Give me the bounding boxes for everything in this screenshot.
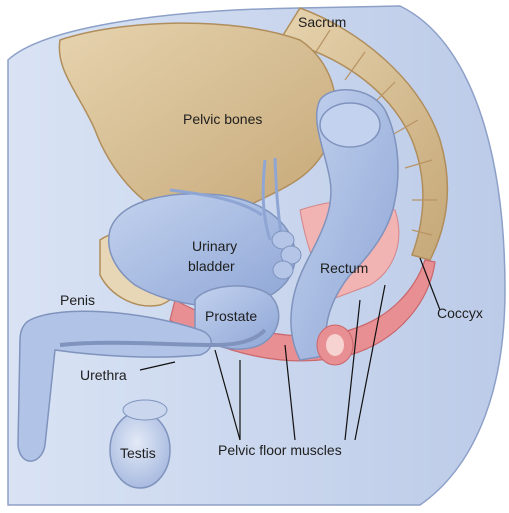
label-prostate: Prostate: [205, 308, 257, 324]
label-rectum: Rectum: [320, 260, 368, 276]
epididymis: [123, 400, 167, 420]
label-pelvic-bones: Pelvic bones: [183, 111, 262, 127]
label-urinary-bladder-1: Urinary: [192, 238, 237, 254]
label-coccyx: Coccyx: [437, 305, 483, 321]
label-pelvic-floor-muscles: Pelvic floor muscles: [218, 442, 342, 458]
rectum-top: [320, 103, 380, 147]
label-testis: Testis: [120, 445, 156, 461]
anal-sphincter: [317, 325, 353, 365]
label-urinary-bladder-2: bladder: [188, 258, 235, 274]
label-penis: Penis: [60, 292, 95, 308]
label-sacrum: Sacrum: [298, 14, 346, 30]
label-urethra: Urethra: [80, 367, 127, 383]
